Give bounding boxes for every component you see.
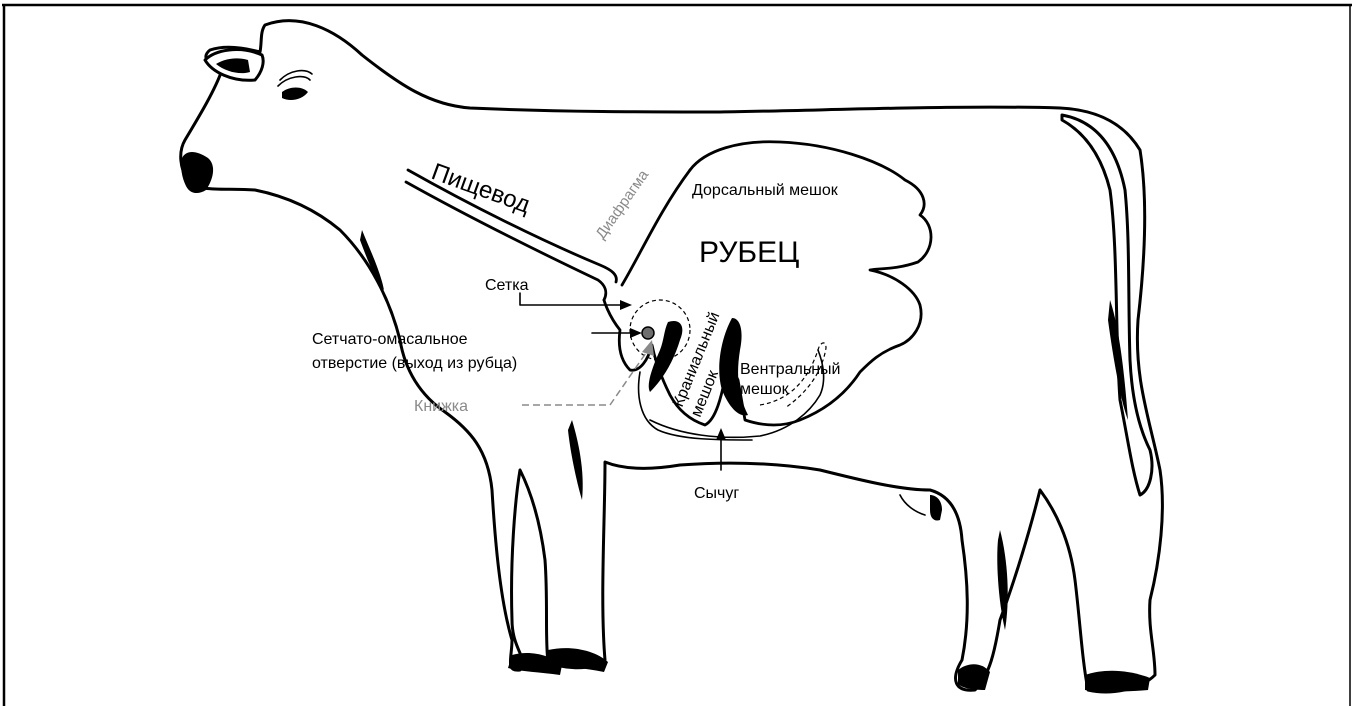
label-orifice-line2: отверстие (выход из рубца): [312, 355, 517, 372]
label-omasum: Книжка: [414, 398, 468, 415]
label-orifice-line1: Сетчато-омасальное: [312, 331, 468, 348]
label-ventral-sac-line1: Вентральный: [740, 361, 840, 378]
label-abomasum: Сычуг: [694, 485, 739, 502]
udder-outline: [900, 495, 925, 515]
label-dorsal-sac: Дорсальный мешок: [692, 182, 839, 199]
label-rumen: РУБЕЦ: [699, 236, 799, 269]
udder-teat: [930, 495, 942, 521]
hoof-rear-left: [958, 664, 990, 690]
label-ventral-sac-line2: мешок: [740, 381, 790, 398]
label-reticulum: Сетка: [485, 277, 529, 294]
reticulo-omasal-orifice: [642, 327, 654, 339]
